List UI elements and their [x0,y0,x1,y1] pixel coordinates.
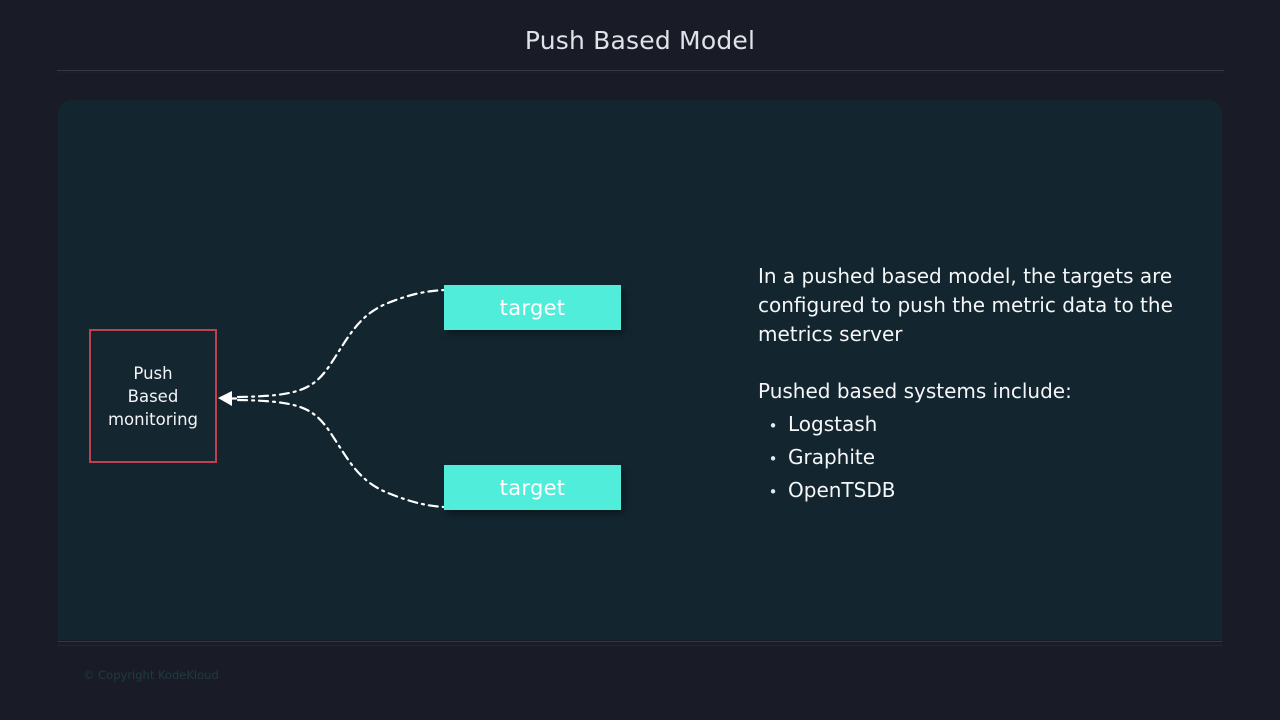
bullet-dot-icon: • [768,417,778,435]
list-item-label: Logstash [788,412,878,436]
panel-bottom-edge-shadow [58,645,1222,646]
bullet-dot-icon: • [768,483,778,501]
page-title: Push Based Model [524,26,756,55]
panel-bottom-edge [58,641,1222,642]
node-target-bottom[interactable]: target [444,465,621,510]
list-item: • OpenTSDB [758,476,1198,505]
arrow-left-icon [218,391,232,406]
connector-line-bottom [236,398,446,509]
node-target-bottom-label: target [499,475,566,500]
copyright-footer: © Copyright KodeKloud [83,668,219,682]
list-item-label: OpenTSDB [788,478,896,502]
node-push-label: Push Based monitoring [107,363,199,429]
list-item: • Graphite [758,443,1198,472]
content-panel: Push Based monitoring target target In a… [58,100,1222,640]
push-model-diagram: Push Based monitoring target target [58,100,758,640]
list-item-label: Graphite [788,445,876,469]
list-item: • Logstash [758,410,1198,439]
systems-list: • Logstash • Graphite • OpenTSDB [758,410,1198,505]
bullet-dot-icon: • [768,450,778,468]
node-target-top[interactable]: target [444,285,621,330]
node-push-based-monitoring[interactable]: Push Based monitoring [89,329,217,463]
connector-lines-svg [218,288,446,509]
explanation-text-column: In a pushed based model, the targets are… [758,262,1198,509]
systems-list-heading: Pushed based systems include: [758,379,1072,403]
node-target-top-label: target [499,295,566,320]
connector-line-top [236,288,446,399]
explanation-paragraph: In a pushed based model, the targets are… [758,264,1173,346]
header-divider [57,70,1224,73]
slide-header: Push Based Model [0,0,1280,73]
